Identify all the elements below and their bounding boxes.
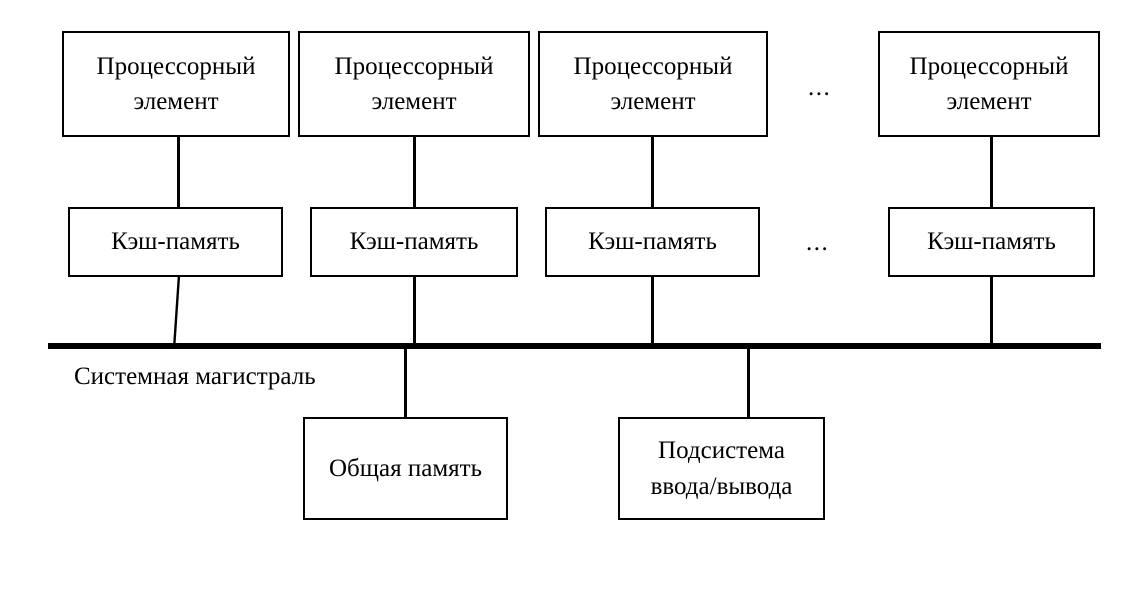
connector-bus-io-subsystem: [747, 347, 750, 417]
connector-pe3-cache3: [651, 137, 654, 207]
connector-pe4-cache4: [990, 137, 993, 207]
processor-element-box-2[interactable]: Процессорный элемент: [298, 31, 530, 137]
cache-memory-box-2[interactable]: Кэш-память: [310, 207, 518, 277]
shared-memory-box[interactable]: Общая память: [303, 417, 508, 520]
processor-element-box-4[interactable]: Процессорный элемент: [878, 31, 1100, 137]
connector-pe2-cache2: [413, 137, 416, 207]
connector-cache2-bus: [413, 275, 416, 349]
cache-memory-box-4[interactable]: Кэш-память: [888, 207, 1095, 277]
io-subsystem-box[interactable]: Подсистема ввода/вывода: [618, 417, 825, 520]
processor-element-label-line1: Процессорный: [909, 52, 1069, 80]
ellipsis-processor-row: ...: [808, 74, 832, 101]
connector-cache1-bus: [172, 274, 181, 350]
cache-memory-label: Кэш-память: [588, 228, 717, 256]
io-subsystem-label-line1: Подсистема: [658, 437, 785, 464]
connector-cache4-bus: [990, 275, 993, 349]
cache-memory-box-1[interactable]: Кэш-память: [68, 207, 283, 277]
processor-element-label-line2: элемент: [610, 88, 696, 115]
io-subsystem-label-line2: ввода/вывода: [650, 472, 793, 500]
system-bus-line: [48, 343, 1101, 349]
connector-pe1-cache1: [177, 137, 180, 207]
shared-memory-label: Общая память: [329, 454, 482, 482]
processor-element-label-line2: элемент: [946, 88, 1032, 115]
processor-element-box-3[interactable]: Процессорный элемент: [538, 31, 768, 137]
cache-memory-label: Кэш-память: [349, 228, 479, 256]
processor-element-label-line1: Процессорный: [96, 52, 256, 80]
processor-element-box-1[interactable]: Процессорный элемент: [62, 31, 290, 137]
cache-memory-label: Кэш-память: [927, 228, 1056, 256]
connector-bus-shared-memory: [404, 347, 407, 417]
cache-memory-label: Кэш-память: [111, 228, 240, 256]
processor-element-label-line1: Процессорный: [334, 52, 494, 80]
cache-memory-box-3[interactable]: Кэш-память: [545, 207, 760, 277]
connector-cache3-bus: [651, 275, 654, 349]
system-bus-label: Системная магистраль: [74, 363, 316, 390]
processor-element-label-line2: элемент: [371, 88, 457, 115]
ellipsis-cache-row: ...: [806, 229, 830, 256]
processor-element-label-line1: Процессорный: [573, 52, 733, 80]
processor-element-label-line2: элемент: [133, 88, 219, 115]
